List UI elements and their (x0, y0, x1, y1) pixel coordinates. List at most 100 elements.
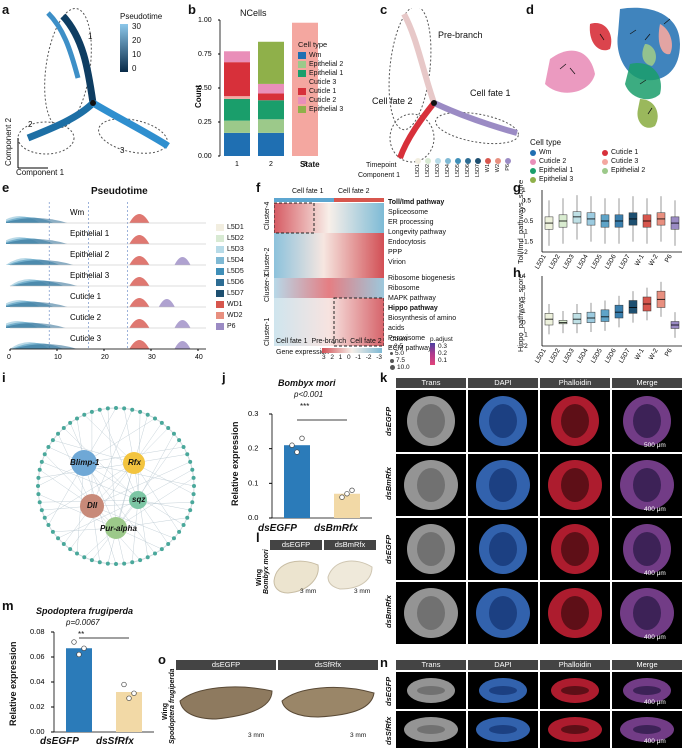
scale-bar-label: 3 mm (354, 588, 371, 595)
legend-item: Cuticle 1 (602, 148, 682, 157)
row-label: dsEGFP (384, 534, 393, 564)
scale-bar-label: 3 mm (350, 732, 367, 739)
gene-expression-label: Gene expression (276, 349, 329, 356)
micrograph (540, 711, 610, 748)
x-tick-label: P6 (664, 253, 674, 264)
scale-bar-label: 400 μm (644, 699, 666, 706)
legend-swatch (216, 301, 224, 308)
legend-swatch (216, 290, 224, 297)
timepoint-dot (465, 158, 471, 164)
legend-item: Cuticle 3 (298, 78, 343, 87)
network-node (188, 459, 193, 464)
hub-gene: Dll (87, 501, 98, 510)
bar (66, 648, 92, 732)
network-node (61, 541, 66, 546)
data-point (126, 695, 132, 701)
box (558, 320, 568, 325)
legend-label: Cuticle 2 (539, 158, 567, 165)
legend-tick: 0 (132, 64, 137, 73)
timepoint-item: W1 (484, 158, 492, 177)
x-tick-label: L5D6 (604, 347, 618, 364)
panel-label-b: b (188, 2, 196, 17)
legend-tick: 20 (132, 36, 141, 45)
y-tick-label: -1 (522, 228, 528, 235)
row-label: dsBmRfx (384, 467, 393, 500)
y-axis-label: Hippo_pathways_score (516, 274, 525, 352)
bar (334, 493, 360, 518)
y-tick-label: 0.08 (30, 627, 45, 636)
column-header: Phalloidin (540, 660, 610, 670)
x-tick-label: 1 (235, 161, 239, 168)
legend-dot (602, 149, 608, 156)
y-tick-label: 0 (522, 208, 526, 215)
size-dot (390, 352, 393, 355)
y-tick-label: -2 (522, 343, 528, 350)
enrichment-term: MAPK pathway (388, 295, 436, 302)
network-node (153, 416, 157, 421)
enrichment-term: Longevity pathway (388, 229, 446, 236)
legend-item: Epithelial 3 (298, 105, 343, 114)
significance-stars: *** (300, 402, 310, 411)
x-tick-label: 10 (54, 354, 62, 361)
panel-label-h: h (513, 265, 521, 280)
y-tick-label: 0.00 (30, 727, 45, 736)
column-header: dsSfRfx (278, 660, 378, 670)
column-header: DAPI (468, 660, 538, 670)
y-tick-label: 0.0 (248, 513, 258, 522)
box (572, 211, 582, 224)
legend-item: Cell fate 2 (350, 338, 382, 345)
legend-item: Wm (530, 148, 602, 157)
enrichment-term: Ribosome biogenesis (388, 275, 455, 282)
network-node (50, 438, 55, 443)
panel-label-i: i (2, 370, 6, 385)
legend-item: Pre-branch (311, 338, 347, 345)
timepoint-dot (475, 158, 481, 164)
y-tick-label: 0.5 (522, 197, 531, 204)
network-node (82, 412, 87, 417)
timepoint-item: P6 (504, 158, 512, 177)
legend-label: Cuticle 1 (309, 88, 337, 95)
panel-c-trajectory: Pre-branch Cell fate 2 Cell fate 1 Timep… (358, 5, 527, 180)
cluster-label: Cluster-3 (264, 273, 271, 302)
network-node (145, 555, 150, 560)
panel-label-l: l (256, 530, 260, 545)
legend-label: Epithelial 1 (539, 167, 574, 174)
network-node (181, 523, 186, 527)
legend-swatch (298, 52, 306, 59)
panel-a-trajectory: 1 2 3 Pseudotime 30 20 10 0 Component 1 … (4, 8, 183, 178)
legend-item: WD2 (216, 310, 244, 321)
hub-gene: sqz (132, 495, 146, 504)
colorbar-tick: -3 (376, 354, 382, 361)
x-category: dsSfRfx (96, 736, 134, 747)
scale-bar-label: 400 μm (644, 570, 666, 577)
ridge-row-label: Epithelial 2 (70, 250, 110, 259)
legend-item: WD1 (216, 299, 244, 310)
micrograph (612, 518, 682, 580)
legend-swatch (298, 79, 306, 86)
data-point (299, 435, 305, 441)
count-value: 10.0 (397, 364, 410, 371)
bar-segment (258, 132, 284, 156)
ridge-row-label: Epithelial 3 (70, 271, 110, 280)
x-tick-label: L5D7 (618, 347, 632, 364)
x-category: dsBmRfx (314, 523, 358, 534)
network-node (36, 492, 41, 497)
x-tick-label: L5D5 (590, 253, 604, 270)
micrograph (612, 582, 682, 644)
box (600, 309, 610, 322)
micrograph (468, 390, 538, 452)
legend-label: L5D7 (227, 290, 244, 297)
network-node (56, 536, 61, 541)
header-cell-fate-1: Cell fate 1 (292, 188, 324, 195)
cluster-label: Cluster-4 (264, 201, 271, 230)
fate-legend: Cell fate 1 Pre-branch Cell fate 2 (276, 338, 382, 345)
network-node (39, 508, 44, 513)
column-header: Merge (612, 660, 682, 670)
network-node (138, 409, 143, 414)
ridge-row-label: Epithelial 1 (70, 229, 110, 238)
x-tick-label: L5D7 (618, 253, 632, 270)
timepoint-item: L5D1 (414, 158, 422, 177)
